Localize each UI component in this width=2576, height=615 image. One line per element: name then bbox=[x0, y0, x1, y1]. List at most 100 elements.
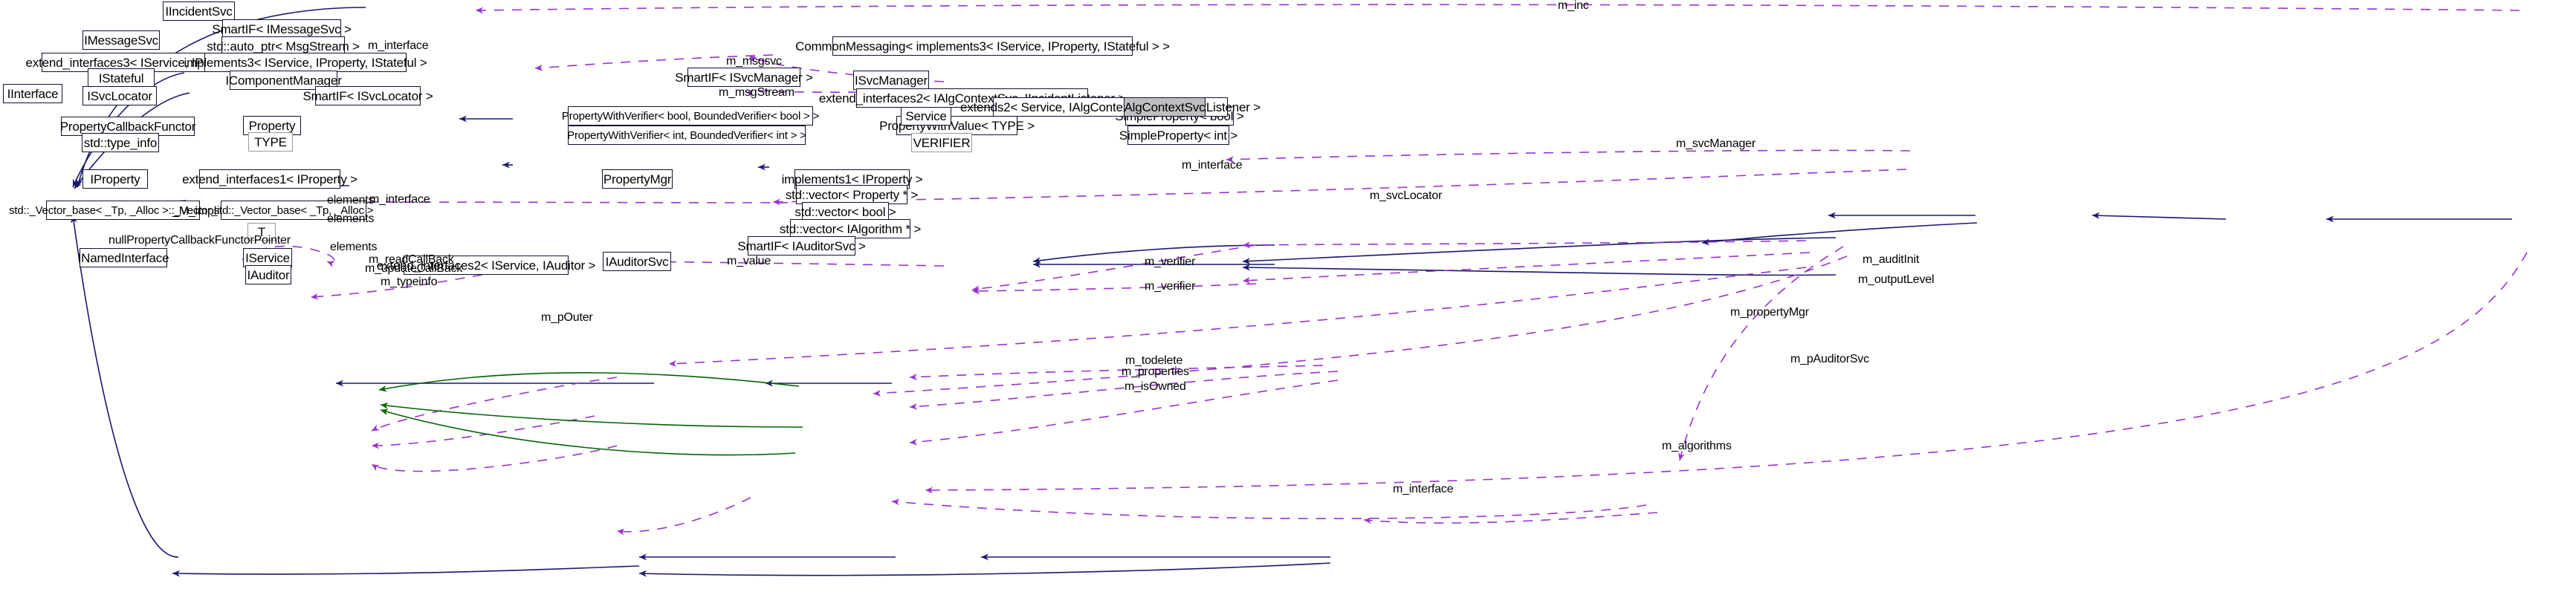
node-vector-impl[interactable]: std::_Vector_base< _Tp, _Alloc >::_Vecto… bbox=[9, 201, 237, 220]
node-label: SmartIF< ISvcManager > bbox=[675, 70, 813, 85]
node-label: Service bbox=[905, 108, 947, 123]
edge-label-m-auditinit: m_auditInit bbox=[1863, 253, 1920, 266]
node-service[interactable]: Service bbox=[901, 106, 951, 126]
edge-label-m-pouter: m_pOuter bbox=[541, 311, 593, 324]
node-label: PropertyMgr bbox=[603, 172, 672, 186]
node-label: IIncidentSvc bbox=[165, 4, 233, 19]
node-vector-ialgorithm[interactable]: std::vector< IAlgorithm * > bbox=[780, 219, 921, 238]
node-iinterface[interactable]: IInterface bbox=[3, 84, 62, 103]
node-extend-interfaces1[interactable]: extend_interfaces1< IProperty > bbox=[182, 169, 357, 189]
node-vector-base[interactable]: std::_Vector_base< _Tp, _Alloc > bbox=[214, 201, 373, 220]
inheritance-edges bbox=[70, 7, 2512, 577]
node-smartif-isvclocator[interactable]: SmartIF< ISvcLocator > bbox=[302, 86, 433, 105]
node-label: SmartIF< IAuditorSvc > bbox=[737, 238, 866, 253]
node-iservice[interactable]: IService bbox=[243, 248, 292, 267]
node-std-type-info[interactable]: std::type_info bbox=[82, 133, 159, 152]
edge-label-m-verifier-2: m_verifier bbox=[1145, 280, 1196, 293]
edge-label-m-value: m_value bbox=[727, 255, 771, 267]
edge-label-m-readcallback: m_readCallBack bbox=[369, 253, 454, 266]
node-label: SmartIF< ISvcLocator > bbox=[302, 88, 433, 103]
node-label: std::type_info bbox=[83, 135, 158, 150]
node-propertywithverifier-bool[interactable]: PropertyWithVerifier< bool, BoundedVerif… bbox=[562, 106, 819, 126]
node-isvcmanager[interactable]: ISvcManager bbox=[853, 71, 929, 90]
edge-label-m-interface-1: m_interface bbox=[368, 39, 429, 52]
edge-label-m-interface-3: m_interface bbox=[369, 193, 430, 206]
node-label: PropertyCallbackFunctor bbox=[59, 119, 196, 134]
node-label: IService bbox=[245, 250, 290, 265]
node-label: IComponentManager bbox=[225, 73, 342, 88]
node-istateful[interactable]: IStateful bbox=[88, 68, 155, 88]
node-label: std::vector< bool > bbox=[795, 204, 896, 219]
node-type-template[interactable]: TYPE bbox=[248, 132, 293, 152]
node-label: T bbox=[257, 224, 266, 239]
edge-label-m-updatecallback: m_updateCallBack bbox=[365, 262, 463, 275]
node-label: std::_Vector_base< _Tp, _Alloc > bbox=[213, 204, 374, 217]
node-iauditorsvc[interactable]: IAuditorSvc bbox=[603, 252, 671, 271]
node-label: IAuditorSvc bbox=[605, 254, 669, 269]
node-label: std::vector< Property * > bbox=[785, 187, 919, 202]
edge-label-m-propertymgr: m_propertyMgr bbox=[1730, 306, 1809, 319]
node-inamedinterface[interactable]: INamedInterface bbox=[77, 248, 169, 267]
node-label: extend_interfaces2< IService, IAuditor > bbox=[376, 258, 596, 273]
edge-label-m-interface-4: m_interface bbox=[1393, 483, 1454, 495]
edge-label-m-inc: m_inc bbox=[1558, 0, 1589, 12]
node-label: IStateful bbox=[98, 71, 144, 85]
node-label: PropertyWithVerifier< int, BoundedVerifi… bbox=[567, 128, 806, 142]
node-iincidentsvc[interactable]: IIncidentSvc bbox=[163, 1, 235, 21]
edge-label-m-msgstream: m_msgStream bbox=[719, 86, 795, 99]
node-label: IInterface bbox=[7, 86, 59, 101]
edge-label-m-interface-2: m_interface bbox=[1182, 159, 1243, 172]
edge-label-m-svclocator: m_svcLocator bbox=[1370, 189, 1443, 202]
node-isvclocator[interactable]: ISvcLocator bbox=[82, 86, 157, 105]
node-t-template[interactable]: T bbox=[247, 223, 276, 241]
edge-label-m-properties: m_properties bbox=[1122, 365, 1189, 378]
node-label: IAuditor bbox=[247, 267, 290, 282]
node-iauditor[interactable]: IAuditor bbox=[245, 265, 291, 284]
node-label: ISvcLocator bbox=[87, 88, 152, 103]
node-label: IProperty bbox=[90, 172, 140, 186]
edge-label-elements-3: elements bbox=[330, 241, 378, 253]
edge-label-m-svcmanager: m_svcManager bbox=[1676, 137, 1755, 150]
node-commonmessaging[interactable]: CommonMessaging< implements3< IService, … bbox=[795, 36, 1170, 56]
node-label: std::auto_ptr< MsgStream > bbox=[207, 39, 360, 53]
node-smartif-imessagesvc[interactable]: SmartIF< IMessageSvc > bbox=[212, 19, 352, 39]
node-smartif-isvcmanager[interactable]: SmartIF< ISvcManager > bbox=[675, 68, 813, 87]
node-propertymgr[interactable]: PropertyMgr bbox=[602, 169, 673, 189]
node-label: Property bbox=[248, 118, 296, 133]
node-vector-bool[interactable]: std::vector< bool > bbox=[795, 202, 896, 221]
node-vector-property[interactable]: std::vector< Property * > bbox=[786, 185, 918, 204]
edge-label-m-impl: _M_impl bbox=[172, 205, 217, 218]
node-extend-interfaces2-iauditor[interactable]: extend_interfaces2< IService, IAuditor > bbox=[377, 256, 595, 275]
node-label: INamedInterface bbox=[77, 250, 169, 265]
node-label: implements3< IService, IProperty, IState… bbox=[184, 55, 427, 70]
node-label: VERIFIER bbox=[913, 135, 971, 150]
node-label: ISvcManager bbox=[855, 73, 928, 88]
edge-label-nullpropertycallback: nullPropertyCallbackFunctorPointer bbox=[109, 234, 291, 247]
node-label: std::vector< IAlgorithm * > bbox=[779, 221, 922, 236]
edge-label-m-pauditorsvc: m_pAuditorSvc bbox=[1790, 353, 1869, 365]
node-label: TYPE bbox=[254, 134, 287, 149]
node-label: AlgContextSvc bbox=[1124, 100, 1206, 114]
node-verifier-template[interactable]: VERIFIER bbox=[911, 133, 972, 152]
node-implements3[interactable]: implements3< IService, IProperty, IState… bbox=[184, 53, 427, 72]
node-auto-ptr-msgstream[interactable]: std::auto_ptr< MsgStream > bbox=[207, 36, 360, 56]
node-label: SimpleProperty< int > bbox=[1119, 128, 1238, 143]
node-iproperty[interactable]: IProperty bbox=[82, 169, 148, 189]
edge-label-m-isowned: m_isOwned bbox=[1124, 380, 1186, 393]
node-algcontextsvc-current[interactable]: AlgContextSvc bbox=[1124, 97, 1206, 117]
template-edges bbox=[378, 372, 803, 456]
node-label: std::_Vector_base< _Tp, _Alloc >::_Vecto… bbox=[9, 204, 237, 217]
node-imessagesvc[interactable]: IMessageSvc bbox=[82, 30, 160, 50]
node-smartif-iauditorsvc[interactable]: SmartIF< IAuditorSvc > bbox=[737, 236, 866, 256]
edge-label-m-typeinfo: m_typeinfo bbox=[381, 276, 438, 288]
node-label: CommonMessaging< implements3< IService, … bbox=[795, 39, 1170, 53]
node-label: IMessageSvc bbox=[84, 33, 158, 48]
node-simpleproperty-int[interactable]: SimpleProperty< int > bbox=[1119, 126, 1237, 145]
node-propertywithverifier-int[interactable]: PropertyWithVerifier< int, BoundedVerifi… bbox=[567, 126, 806, 145]
edge-label-m-msgsvc: m_msgsvc bbox=[726, 55, 782, 68]
node-label: implements1< IProperty > bbox=[781, 172, 923, 186]
edge-label-elements-2: elements bbox=[327, 212, 375, 225]
edge-label-m-verifier-1: m_verifier bbox=[1145, 256, 1196, 268]
node-label: SmartIF< IMessageSvc > bbox=[212, 22, 352, 36]
